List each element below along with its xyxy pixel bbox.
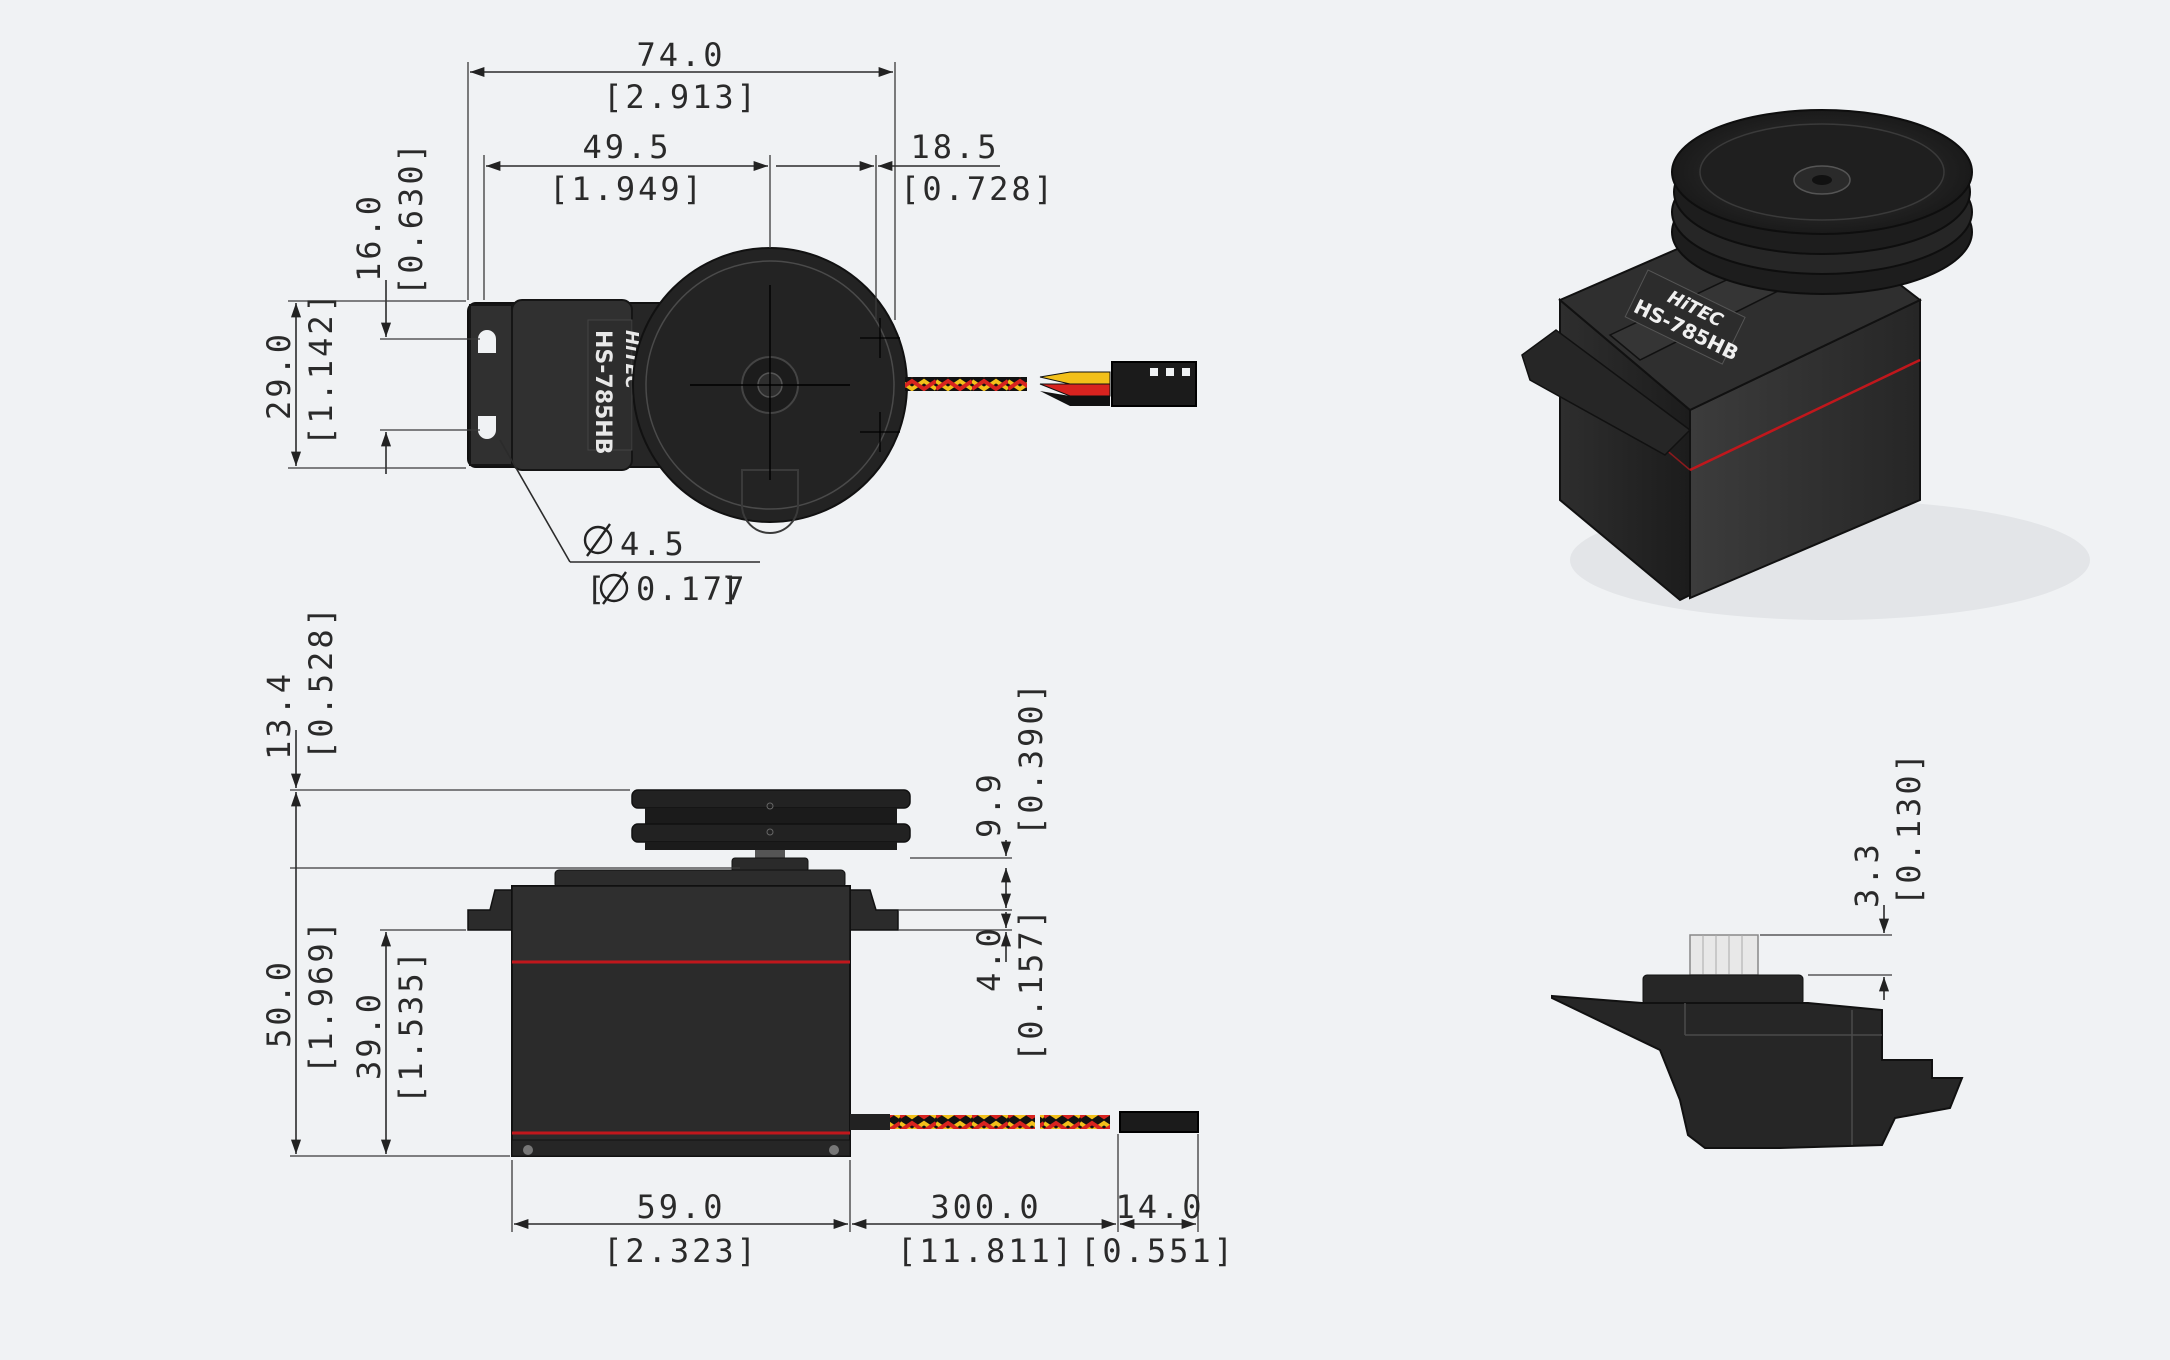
dim-total-height-in: [1.969] bbox=[302, 918, 340, 1074]
end-case bbox=[1551, 994, 1964, 1149]
dim-body-length: 59.0 bbox=[636, 1188, 725, 1226]
dim-flange-height: 39.0 bbox=[350, 991, 388, 1080]
dim-width-overall: 74.0 bbox=[636, 36, 725, 74]
dim-body-width: 29.0 bbox=[260, 331, 298, 420]
svg-text:]: ] bbox=[720, 570, 742, 608]
svg-text:4.5: 4.5 bbox=[620, 525, 687, 563]
pulley-side bbox=[631, 789, 911, 809]
mounting-ear bbox=[469, 304, 513, 466]
end-spline bbox=[1689, 934, 1759, 976]
iso-view: HiTEC HS-785HB bbox=[1521, 109, 2090, 620]
dim-hole-spacing: 16.0 bbox=[350, 193, 388, 282]
dim-wheel-offset: 18.5 bbox=[910, 128, 999, 166]
servo-cable-side bbox=[890, 1115, 1035, 1129]
dim-flange-thickness-in: [0.157] bbox=[1012, 906, 1050, 1062]
dim-hole-diameter: 4.5 bbox=[583, 523, 687, 563]
dim-spline-height-in: [0.130] bbox=[1890, 750, 1928, 906]
dim-width-overall-in: [2.913] bbox=[603, 78, 759, 116]
dim-body-length-in: [2.323] bbox=[603, 1232, 759, 1270]
mount-flange-side bbox=[467, 889, 519, 931]
svg-text:0.177: 0.177 bbox=[636, 570, 747, 608]
svg-text:[: [ bbox=[586, 570, 608, 608]
dim-connector-length: 14.0 bbox=[1115, 1188, 1204, 1226]
end-view: 3.3 [0.130] bbox=[1551, 750, 1964, 1149]
dim-connector-length-in: [0.551] bbox=[1080, 1232, 1236, 1270]
dim-hole-diameter-in: [ 0.177 ] bbox=[586, 570, 747, 608]
dim-body-width-in: [1.142] bbox=[302, 290, 340, 446]
dim-flange-height-in: [1.535] bbox=[392, 948, 430, 1104]
dim-axis-offset-in: [1.949] bbox=[549, 170, 705, 208]
top-view: HS-785HB HiTEC 74.0 [2.913] 49.5 bbox=[260, 36, 1197, 608]
dim-hole-spacing-in: [0.630] bbox=[392, 140, 430, 296]
servo-connector-side bbox=[1119, 1111, 1199, 1133]
dim-spline-height: 3.3 bbox=[1848, 841, 1886, 908]
dim-pulley-height-in: [0.528] bbox=[302, 604, 340, 760]
dim-wheel-offset-in: [0.728] bbox=[900, 170, 1056, 208]
dim-axis-offset: 49.5 bbox=[582, 128, 671, 166]
servo-cable-top bbox=[905, 377, 1027, 391]
dim-flange-thickness: 4.0 bbox=[970, 925, 1008, 992]
model-label: HS-785HB bbox=[590, 330, 615, 455]
dim-cable-length: 300.0 bbox=[930, 1188, 1041, 1226]
dim-pulley-gap: 9.9 bbox=[970, 771, 1008, 838]
dim-total-height: 50.0 bbox=[260, 959, 298, 1048]
dim-cable-length-in: [11.811] bbox=[897, 1232, 1075, 1270]
side-view: 13.4 [0.528] 50.0 [1.969] 39.0 [1.535] 9… bbox=[260, 604, 1236, 1270]
dim-pulley-height: 13.4 bbox=[260, 671, 298, 760]
dim-pulley-gap-in: [0.390] bbox=[1012, 680, 1050, 836]
